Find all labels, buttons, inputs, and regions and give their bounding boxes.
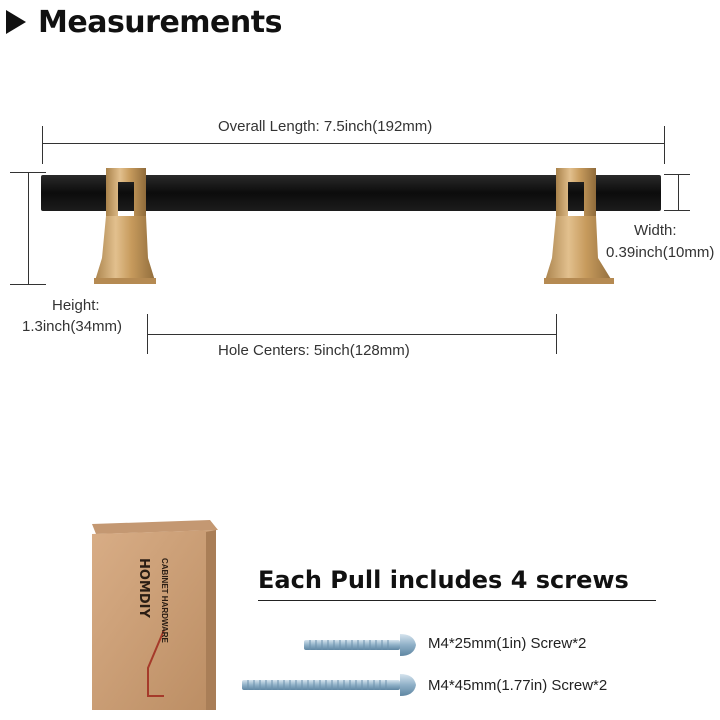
headline-underline <box>258 600 656 601</box>
width-tick-top <box>664 174 690 175</box>
hole-centers-label: Hole Centers: 5inch(128mm) <box>218 342 410 359</box>
title-text: Measurements <box>38 4 282 40</box>
height-label: Height: <box>52 297 100 314</box>
triangle-bullet-icon <box>6 10 26 34</box>
screw-short-label: M4*25mm(1in) Screw*2 <box>428 635 587 652</box>
screw-long-label: M4*45mm(1.77in) Screw*2 <box>428 677 608 694</box>
box-subtitle-text: CABINET HARDWARE <box>160 558 169 644</box>
right-post <box>544 168 614 284</box>
box-brand-text: HOMDIY <box>136 558 151 618</box>
left-post <box>94 168 156 284</box>
overall-length-tick-right <box>664 126 665 164</box>
width-label: Width: <box>634 222 677 239</box>
screws-headline: Each Pull includes 4 screws <box>258 566 629 594</box>
overall-length-label: Overall Length: 7.5inch(192mm) <box>218 118 433 135</box>
pull-bar <box>41 175 661 211</box>
height-line <box>28 172 29 285</box>
cabinet-pull-illustration <box>41 168 661 284</box>
overall-length-line <box>42 143 665 144</box>
screw-short-icon <box>304 634 416 656</box>
hole-centers-line <box>147 334 557 335</box>
package-box: HOMDIY CABINET HARDWARE <box>92 520 218 710</box>
width-line <box>678 174 679 211</box>
overall-length-tick-left <box>42 126 43 164</box>
height-value: 1.3inch(34mm) <box>22 318 123 335</box>
screw-long-icon <box>242 674 416 696</box>
page-title: Measurements <box>6 2 282 42</box>
width-value: 0.39inch(10mm) <box>606 244 715 261</box>
width-tick-bottom <box>664 210 690 211</box>
